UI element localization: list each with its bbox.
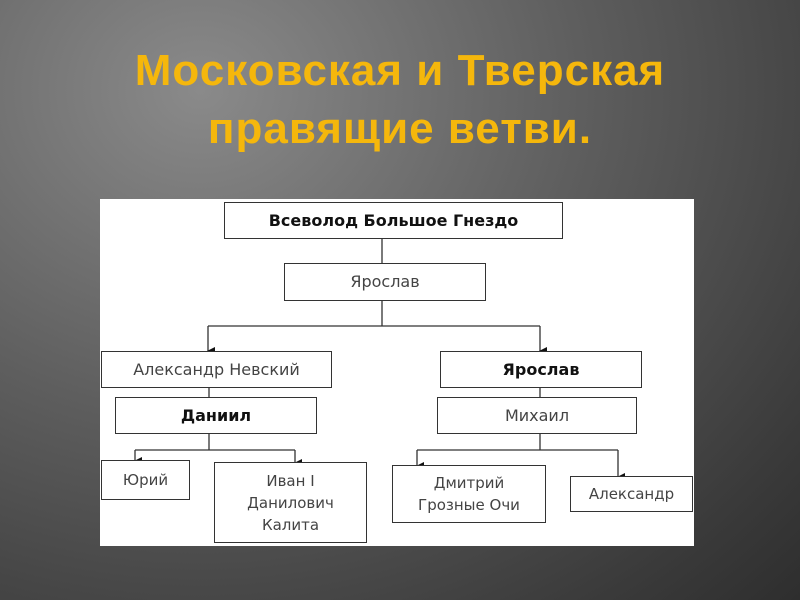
ivan-line-1: Иван I [266,471,315,490]
dmitry-line-1: Дмитрий [433,474,505,492]
node-yaroslav: Ярослав [284,263,486,301]
dmitry-line-2: Грозные Очи [418,496,520,514]
node-dmitry: Дмитрий Грозные Очи [392,465,546,523]
node-daniil: Даниил [115,397,317,434]
node-mikhail: Михаил [437,397,637,434]
slide-title: Московская и Тверская правящие ветви. [0,42,800,158]
node-alexander-nevsky: Александр Невский [101,351,332,388]
node-ivan-kalita: Иван I Данилович Калита [214,462,367,543]
node-alexander: Александр [570,476,693,512]
node-yaroslav-tver: Ярослав [440,351,642,388]
ivan-line-2: Данилович [247,493,334,512]
title-line-2: правящие ветви. [207,104,593,153]
node-yuri: Юрий [101,460,190,500]
title-line-1: Московская и Тверская [134,46,666,95]
ivan-line-3: Калита [261,515,320,534]
node-vsevolod: Всеволод Большое Гнездо [224,202,563,239]
